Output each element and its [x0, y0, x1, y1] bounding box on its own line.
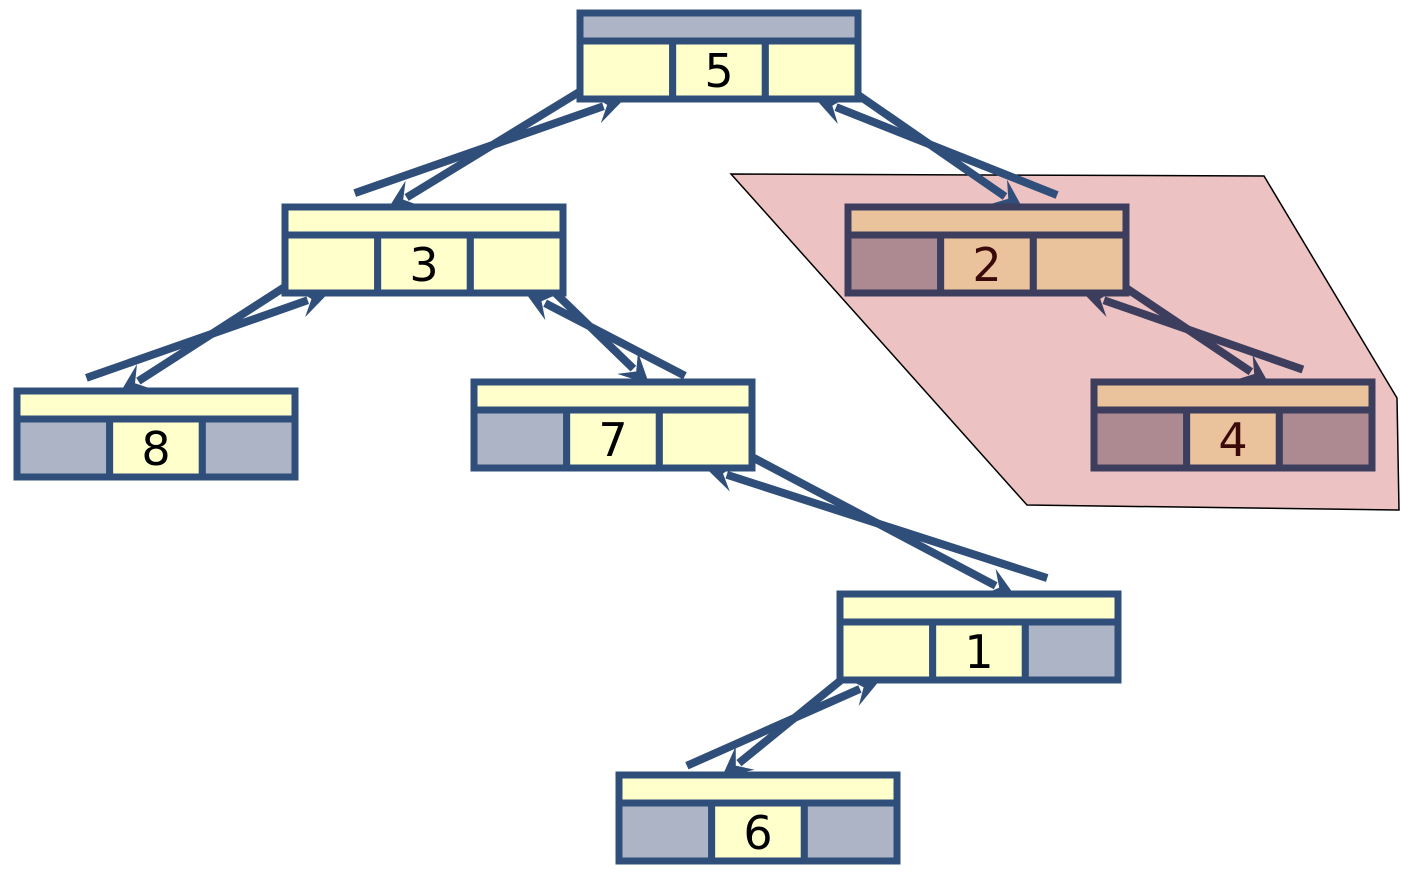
left-pointer-cell	[836, 618, 937, 684]
right-pointer-cell	[1275, 406, 1376, 472]
value-cell	[669, 37, 769, 103]
parent-pointer-arrow-7-to-3-shaft	[543, 299, 687, 380]
parent-pointer-arrow-3-to-5	[353, 94, 625, 197]
parent-pointer-cell	[576, 9, 862, 45]
node-value-label: 6	[743, 806, 772, 860]
tree-node-8: 8	[13, 387, 299, 481]
tree-node-1: 1	[836, 590, 1122, 684]
left-pointer-cell	[470, 406, 571, 472]
parent-pointer-arrow-2-to-5-shaft	[834, 103, 1059, 199]
child-pointer-arrow-5-to-3-head	[387, 180, 422, 209]
tree-node-3: 3	[281, 203, 567, 297]
tree-node-2: 2	[844, 203, 1130, 297]
tree-node-7: 7	[470, 378, 756, 472]
parent-pointer-cell	[615, 771, 901, 807]
child-pointer-arrow-1-to-6-head	[721, 746, 755, 777]
right-pointer-cell	[800, 799, 901, 865]
parent-pointer-arrow-6-to-1-shaft	[685, 685, 862, 770]
right-pointer-cell	[198, 415, 299, 481]
right-pointer-cell	[1021, 618, 1122, 684]
parent-pointer-cell	[281, 203, 567, 239]
right-pointer-cell	[655, 406, 756, 472]
parent-pointer-arrow-8-to-3	[85, 288, 329, 382]
parent-pointer-arrow-3-to-5-shaft	[353, 102, 605, 197]
child-pointer-arrow-3-to-8-head	[119, 364, 154, 393]
tree-node-5: 5	[576, 9, 862, 103]
node-value-label: 7	[598, 413, 627, 467]
child-pointer-arrow-7-to-1-head	[981, 568, 1016, 596]
left-pointer-cell	[1090, 406, 1191, 472]
left-pointer-cell	[281, 231, 382, 297]
left-pointer-cell	[13, 415, 114, 481]
node-value-label: 8	[141, 422, 170, 476]
node-value-label: 3	[409, 238, 438, 292]
tree-node-4: 4	[1090, 378, 1376, 472]
parent-pointer-arrow-7-to-3-head	[525, 293, 560, 321]
right-pointer-cell	[466, 231, 567, 297]
parent-pointer-arrow-1-to-7-shaft	[725, 470, 1049, 582]
left-pointer-cell	[615, 799, 716, 865]
left-pointer-cell	[844, 231, 945, 297]
parent-pointer-cell	[13, 387, 299, 423]
parent-pointer-arrow-1-to-7	[705, 462, 1049, 582]
parent-pointer-arrow-6-to-1-head	[846, 678, 880, 706]
parent-pointer-arrow-2-to-5	[815, 96, 1059, 199]
parent-pointer-cell	[470, 378, 756, 414]
node-value-label: 1	[964, 625, 993, 679]
parent-pointer-arrow-7-to-3	[525, 293, 687, 380]
parent-pointer-arrow-8-to-3-shaft	[85, 296, 310, 382]
parent-pointer-cell	[836, 590, 1122, 626]
child-pointer-arrow-2-to-4-head	[1235, 354, 1270, 384]
parent-pointer-cell	[1090, 378, 1376, 414]
child-pointer-arrow-7-to-1-shaft	[708, 431, 998, 590]
child-pointer-arrow-5-to-2-head	[989, 179, 1024, 209]
tree-node-6: 6	[615, 771, 901, 865]
right-pointer-cell	[1029, 231, 1130, 297]
parent-pointer-arrow-6-to-1	[685, 678, 880, 770]
node-value-label: 2	[972, 238, 1001, 292]
parent-pointer-arrow-2-to-5-head	[815, 96, 849, 124]
child-pointer-arrow-3-to-7-head	[617, 352, 650, 384]
right-pointer-cell	[761, 37, 862, 103]
left-pointer-cell	[576, 37, 677, 103]
node-value-label: 4	[1218, 413, 1247, 467]
child-pointer-arrow-7-to-1	[708, 431, 1016, 596]
node-value-label: 5	[704, 44, 733, 98]
parent-pointer-arrow-4-to-2-shaft	[1102, 296, 1305, 374]
nodes-layer: 5 3 2 8 7 4 1 6	[13, 9, 1376, 865]
parent-pointer-cell	[844, 203, 1130, 239]
